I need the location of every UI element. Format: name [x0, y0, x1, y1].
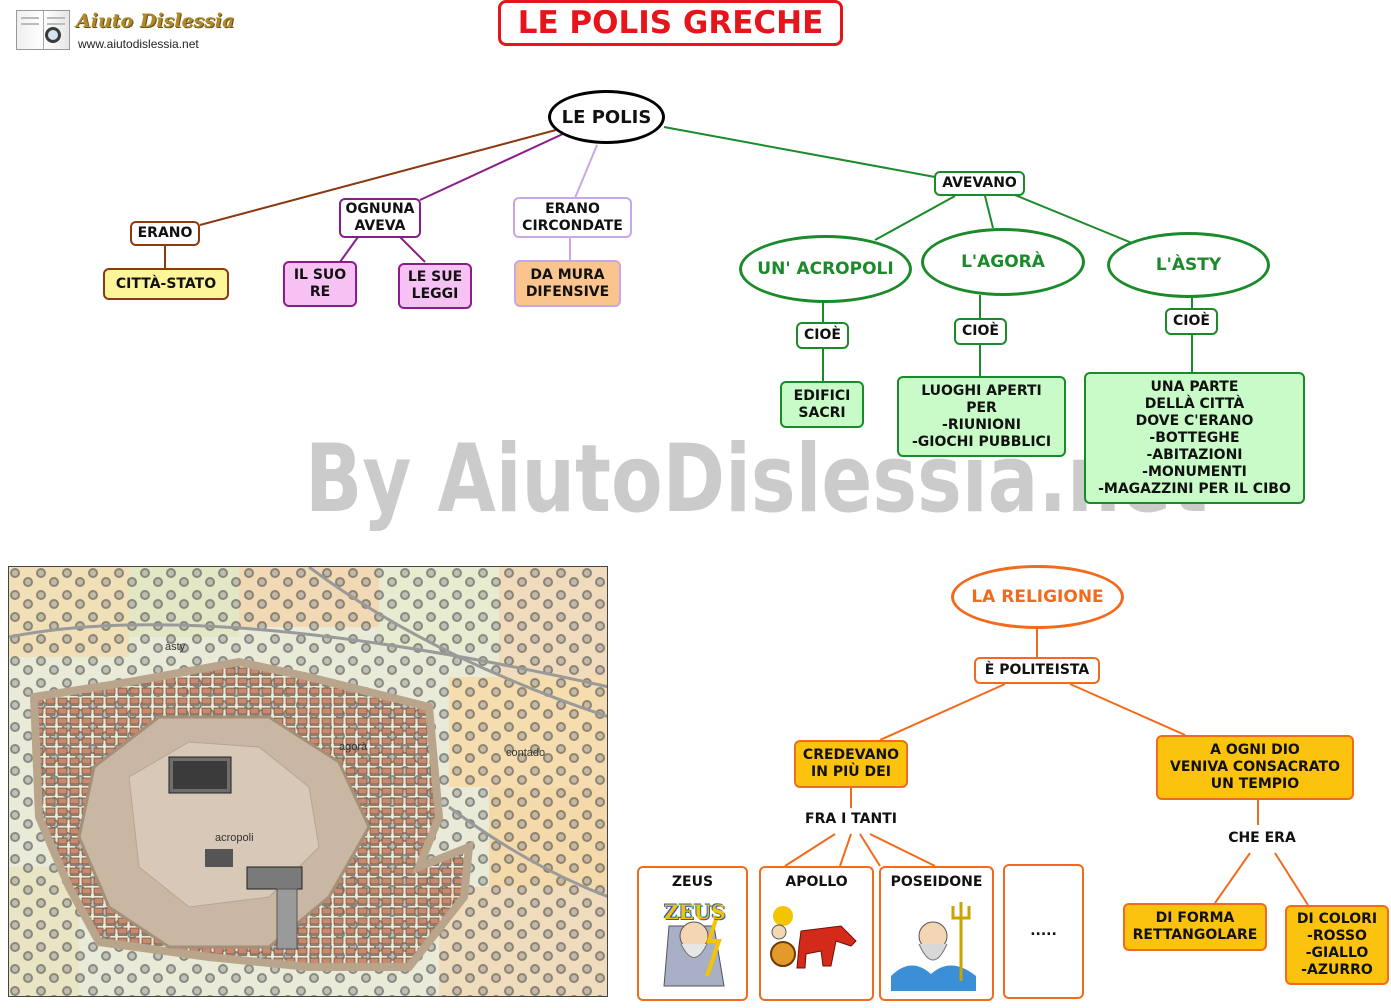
- card-apollo: APOLLO: [759, 866, 874, 1001]
- page-title: LE POLIS GRECHE: [498, 0, 843, 46]
- zeus-icon: [663, 915, 725, 987]
- node-il-suo-re: IL SUO RE: [283, 261, 357, 307]
- zeus-logo-text: ZEUS: [664, 900, 726, 924]
- node-cioe-acropoli: CIOÈ: [796, 322, 849, 349]
- node-la-religione: LA RELIGIONE: [951, 565, 1124, 629]
- node-le-sue-leggi: LE SUE LEGGI: [398, 263, 472, 309]
- node-di-colori: DI COLORI -ROSSO -GIALLO -AZURRO: [1285, 905, 1389, 985]
- node-una-parte: UNA PARTE DELLÀ CITTÀ DOVE C'ERANO -BOTT…: [1084, 372, 1305, 504]
- node-da-mura-difensive: DA MURA DIFENSIVE: [514, 260, 621, 307]
- polis-map-illustration: àsty agorà contado acropoli: [8, 566, 608, 997]
- apollo-chariot-icon: [770, 906, 857, 969]
- magnifier-icon: [45, 27, 61, 43]
- card-zeus: ZEUS ZEUS: [637, 866, 748, 1001]
- node-edifici-sacri: EDIFICI SACRI: [780, 381, 864, 428]
- node-credevano: CREDEVANO IN PIÙ DEI: [794, 740, 908, 788]
- card-poseidone: POSEIDONE: [879, 866, 994, 1001]
- watermark: By AiutoDislessia.net: [305, 425, 1208, 534]
- map-label-acropoli: acropoli: [215, 832, 254, 844]
- logo[interactable]: Aiuto Dislessia www.aiutodislessia.net: [16, 8, 234, 54]
- card-zeus-label: ZEUS: [671, 874, 714, 890]
- book-icon: [16, 10, 70, 50]
- poseidon-icon: [891, 902, 976, 991]
- logo-url: www.aiutodislessia.net: [78, 37, 199, 51]
- logo-text: Aiuto Dislessia: [76, 10, 235, 32]
- node-acropoli: UN' ACROPOLI: [739, 235, 912, 303]
- node-luoghi-aperti: LUOGHI APERTI PER -RIUNIONI -GIOCHI PUBB…: [897, 376, 1066, 457]
- node-le-polis: LE POLIS: [548, 90, 665, 144]
- map-label-asty: àsty: [165, 641, 186, 653]
- node-cioe-asty: CIOÈ: [1165, 308, 1218, 335]
- polis-map-drawing: [9, 567, 607, 996]
- node-avevano: AVEVANO: [934, 171, 1025, 196]
- card-altri-dei: .....: [1003, 864, 1084, 999]
- node-citta-stato: CITTÀ-STATO: [103, 268, 229, 300]
- label-fra-i-tanti: FRA I TANTI: [805, 811, 897, 827]
- node-a-ogni-dio: A OGNI DIO VENIVA CONSACRATO UN TEMPIO: [1156, 735, 1354, 800]
- map-label-contado: contado: [506, 747, 546, 759]
- node-asty: L'ÀSTY: [1107, 232, 1270, 298]
- node-di-forma: DI FORMA RETTANGOLARE: [1123, 903, 1267, 951]
- node-cioe-agora: CIOÈ: [954, 318, 1007, 345]
- card-poseidone-label: POSEIDONE: [890, 874, 983, 890]
- node-erano: ERANO: [130, 221, 200, 246]
- map-label-agora: agorà: [339, 741, 368, 753]
- node-ognuna-aveva: OGNUNA AVEVA: [339, 198, 421, 238]
- card-apollo-label: APOLLO: [785, 874, 848, 890]
- node-agora: L'AGORÀ: [921, 228, 1085, 296]
- node-e-politeista: È POLITEISTA: [974, 657, 1100, 684]
- label-che-era: CHE ERA: [1228, 830, 1296, 846]
- node-erano-circondate: ERANO CIRCONDATE: [513, 197, 632, 238]
